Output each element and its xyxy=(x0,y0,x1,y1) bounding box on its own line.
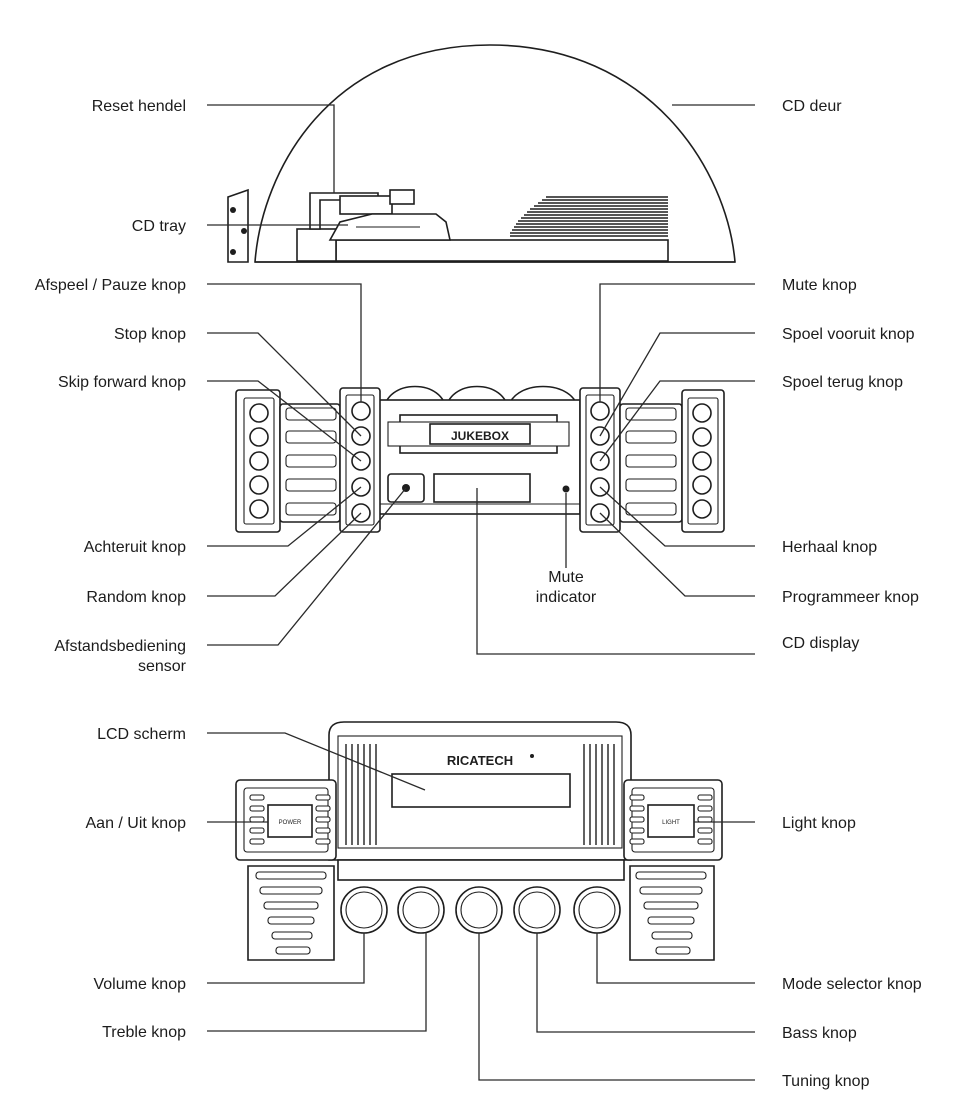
label-herhaal: Herhaal knop xyxy=(782,539,877,556)
label-lcd-scherm: LCD scherm xyxy=(97,726,186,743)
label-aan-uit: Aan / Uit knop xyxy=(86,815,187,832)
power-label: POWER xyxy=(279,820,302,826)
label-bass: Bass knop xyxy=(782,1025,857,1042)
cd-tray xyxy=(335,239,669,262)
label-treble: Treble knop xyxy=(102,1024,186,1041)
cd-stack xyxy=(510,196,668,237)
play-pause-button[interactable] xyxy=(351,401,371,421)
label-reset-hendel: Reset hendel xyxy=(92,98,186,115)
cd-dome-section xyxy=(227,44,736,263)
label-achteruit: Achteruit knop xyxy=(84,539,186,556)
label-random: Random knop xyxy=(86,589,186,606)
label-cd-display: CD display xyxy=(782,635,859,652)
label-cd-tray: CD tray xyxy=(132,218,186,235)
label-cd-deur: CD deur xyxy=(782,98,842,115)
control-panel-section: JUKEBOX xyxy=(235,385,725,533)
label-programmeer: Programmeer knop xyxy=(782,589,919,606)
label-mute-indicator-line1: Mute xyxy=(548,569,584,586)
cd-display xyxy=(433,473,531,503)
ricatech-logo: RICATECH xyxy=(447,753,513,768)
label-spoel-vooruit: Spoel vooruit knop xyxy=(782,326,915,343)
reset-lever-base xyxy=(296,228,337,262)
light-label: LIGHT xyxy=(662,820,680,826)
leader-lines xyxy=(207,104,755,1081)
callout-labels: Reset hendel CD deur CD tray Afspeel / P… xyxy=(35,98,922,1090)
mute-button[interactable] xyxy=(590,401,610,421)
label-stop-knop: Stop knop xyxy=(114,326,186,343)
label-afspeel-pauze: Afspeel / Pauze knop xyxy=(35,277,186,294)
jukebox-title: JUKEBOX xyxy=(451,429,509,443)
lcd-screen xyxy=(391,773,571,808)
label-skip-forward: Skip forward knop xyxy=(58,374,186,391)
label-spoel-terug: Spoel terug knop xyxy=(782,374,903,391)
light-button[interactable] xyxy=(647,804,695,838)
label-mute-knop: Mute knop xyxy=(782,277,857,294)
label-volume: Volume knop xyxy=(93,976,186,993)
label-mute-indicator-line2: indicator xyxy=(536,589,597,606)
label-afstand-line1: Afstandsbediening xyxy=(54,638,186,655)
power-button[interactable] xyxy=(267,804,313,838)
label-afstand-line2: sensor xyxy=(138,658,187,675)
radio-unit-section: RICATECH POWER LIGHT xyxy=(235,721,723,961)
label-mode-selector: Mode selector knop xyxy=(782,976,922,993)
label-tuning: Tuning knop xyxy=(782,1073,870,1090)
mute-indicator-led xyxy=(562,485,570,493)
label-light-knop: Light knop xyxy=(782,815,856,832)
